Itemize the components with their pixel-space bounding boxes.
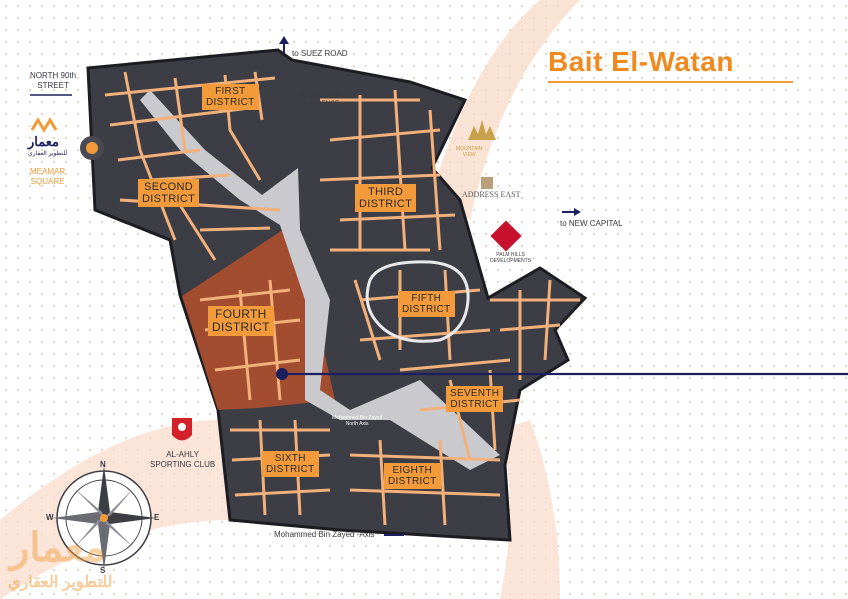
- seventh-district-line2: DISTRICT: [450, 399, 499, 410]
- mohammed-inner-line1: Mohammed Bin Zayed: [332, 415, 383, 421]
- fourth-district-line1: FOURTH: [215, 307, 267, 321]
- central-boulevard: [140, 90, 500, 470]
- label-second-district: SECOND DISTRICT: [138, 179, 200, 207]
- third-district-line2: DISTRICT: [359, 198, 413, 210]
- meamar-logo-subtext: للتطوير العقاري: [28, 151, 68, 157]
- meamar-square-line1: MEAMAR: [30, 167, 66, 176]
- label-seventh-district: SEVENTH DISTRICT: [446, 386, 504, 412]
- address-east-label: ADDRESS EAST: [462, 190, 521, 199]
- mountain-view-logo: [468, 120, 496, 140]
- suez-road-label: to SUEZ ROAD: [292, 49, 348, 58]
- sweep-shape-right: [500, 420, 560, 599]
- page-title-text: Bait El-Watan: [548, 46, 734, 77]
- compass-rose: [52, 466, 156, 570]
- mountain-view-label: MOUNTAIN VIEW: [456, 146, 482, 158]
- sweep-shape-top: [430, 0, 580, 220]
- al-ahly-label: AL-AHLY SPORTING CLUB: [150, 450, 215, 470]
- seventh-district-line1: SEVENTH: [450, 388, 500, 399]
- al-ahly-line1: AL-AHLY: [166, 450, 199, 459]
- north-90th-line2: STREET: [37, 81, 69, 90]
- sixth-district-line2: DISTRICT: [266, 464, 315, 475]
- axis-point: [276, 368, 288, 380]
- heliopark-line2: RESIDENCE: [301, 101, 340, 107]
- fifth-district-line2: DISTRICT: [402, 304, 451, 315]
- fifth-district-line1: FIFTH: [411, 293, 442, 304]
- mountain-view-line2: VIEW: [462, 152, 476, 158]
- mohammed-inner-label: Mohammed Bin Zayed North Axis: [332, 415, 382, 427]
- north-90th-line1: NORTH 90th: [30, 71, 77, 80]
- new-capital-label: to NEW CAPITAL: [560, 219, 623, 228]
- label-eighth-district: EIGHTH DISTRICT: [384, 463, 441, 489]
- palm-hills-line1: PALM HILLS: [496, 252, 525, 258]
- meamar-square-line2: SQUARE: [30, 177, 65, 186]
- compass-w: W: [46, 513, 54, 522]
- meamar-logo-text: معمار: [28, 134, 59, 149]
- label-fifth-district: FIFTH DISTRICT: [398, 291, 455, 317]
- al-ahly-logo: [172, 418, 192, 441]
- label-first-district: FIRST DISTRICT: [202, 84, 259, 110]
- al-ahly-line2: SPORTING CLUB: [150, 460, 216, 469]
- mohammed-inner-line2: North Axis: [345, 421, 369, 427]
- sixth-district-line1: SIXTH: [274, 453, 306, 464]
- third-district-line1: THIRD: [368, 186, 404, 198]
- fifth-district-loop: [365, 260, 470, 343]
- label-third-district: THIRD DISTRICT: [355, 184, 417, 212]
- second-district-line1: SECOND: [144, 181, 193, 193]
- address-east-logo: [481, 177, 493, 189]
- watermark-text: معمار: [10, 526, 106, 570]
- meamar-square-dot: [86, 142, 98, 154]
- meamar-square-label: MEAMAR SQUARE: [30, 167, 65, 187]
- heliopark-label: HELIOPARK RESIDENCE: [298, 91, 343, 109]
- second-district-line2: DISTRICT: [142, 193, 196, 205]
- compass-e: E: [154, 513, 160, 522]
- palm-hills-line2: DEVELOPMENTS: [490, 258, 532, 264]
- mountain-view-line1: MOUNTAIN: [456, 146, 483, 152]
- eighth-district-line1: EIGHTH: [392, 465, 433, 476]
- mohammed-axis-label: Mohammed Bin Zayed -Axis: [274, 530, 375, 539]
- label-fourth-district: FOURTH DISTRICT: [208, 306, 274, 336]
- north-90th-label: NORTH 90th STREET: [30, 71, 76, 91]
- watermark-subtext: للتطوير العقاري: [8, 574, 113, 591]
- eighth-district-line2: DISTRICT: [388, 476, 437, 487]
- page-title: Bait El-Watan: [548, 46, 793, 83]
- compass-n: N: [100, 460, 106, 469]
- new-capital-arrow-icon: [562, 208, 581, 216]
- palm-hills-logo: [490, 220, 522, 252]
- first-district-line1: FIRST: [215, 86, 246, 97]
- suez-arrow-icon: [279, 36, 289, 54]
- fourth-district-line2: DISTRICT: [212, 320, 270, 334]
- compass-s: S: [100, 566, 106, 575]
- palm-hills-label: PALM HILLS DEVELOPMENTS: [490, 252, 531, 264]
- label-sixth-district: SIXTH DISTRICT: [262, 451, 319, 477]
- first-district-line2: DISTRICT: [206, 97, 255, 108]
- heliopark-line1: HELIOPARK: [298, 91, 344, 100]
- meamar-logo-mark: [30, 117, 58, 133]
